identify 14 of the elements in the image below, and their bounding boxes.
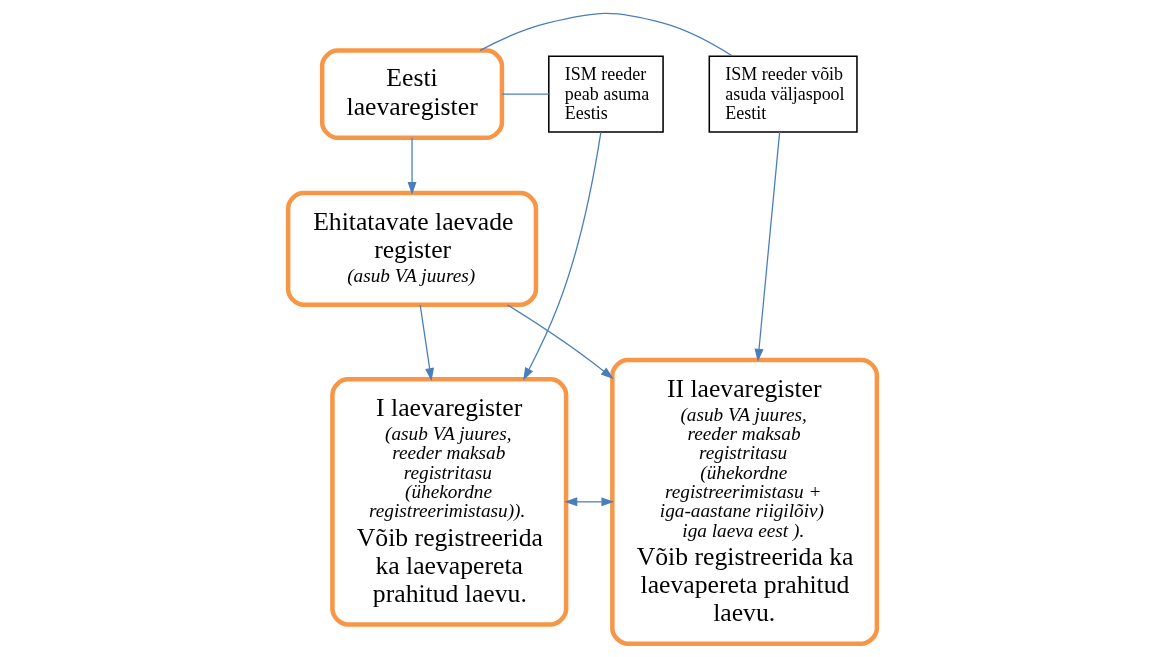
node-box: I laevaregister (asub VA juures, reeder maksab registritasu (ühekordne registreerimistasu)). Võib registreerida ka laevapereta prahitud laevu. xyxy=(330,377,569,627)
arrow xyxy=(419,304,435,381)
connector xyxy=(479,12,734,57)
node-box: II laevaregister (asub VA juures, reeder maksab registritasu (ühekordne registreerimistasu + iga-aastane riigilõiv) iga laeva eest ). Võib registreerida ka laevapereta prahitud laevu. xyxy=(610,357,880,646)
arrow xyxy=(754,131,781,362)
node-box: ISM reeder peab asuma Eestis xyxy=(548,55,664,133)
node-box: Ehitatavate laevade register (asub VA juures) xyxy=(285,190,539,307)
connector xyxy=(501,93,550,95)
arrow xyxy=(523,131,602,381)
node-box: Eesti laevaregister xyxy=(319,48,505,141)
arrow xyxy=(506,304,614,379)
arrow xyxy=(407,137,417,195)
arrow xyxy=(564,497,615,507)
node-box: ISM reeder võib asuda väljaspool Eestit xyxy=(708,55,858,133)
